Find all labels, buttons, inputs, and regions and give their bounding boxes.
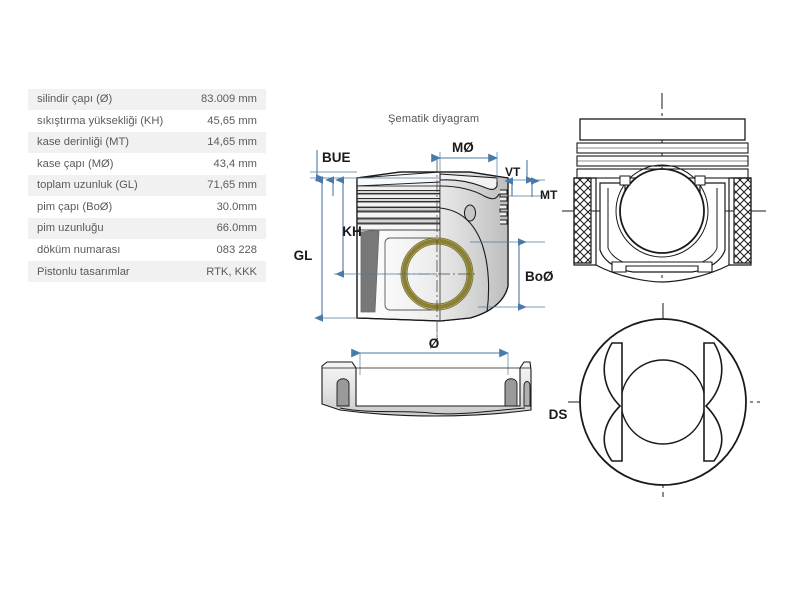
spec-value: 83.009 mm (185, 88, 266, 110)
table-row: kase çapı (MØ) 43,4 mm (28, 152, 266, 175)
specification-table: silindir çapı (Ø) 83.009 mm sıkıştırma y… (28, 88, 266, 282)
spec-value: RTK, KKK (185, 260, 266, 282)
spec-label: pim çapı (BoØ) (28, 195, 186, 218)
table-row: sıkıştırma yüksekliği (KH) 45,65 mm (28, 109, 266, 132)
table-row: silindir çapı (Ø) 83.009 mm (28, 88, 266, 110)
bv-outer-circle (579, 318, 747, 486)
spec-label: döküm numarası (28, 238, 186, 261)
spec-value: 14,65 mm (185, 131, 266, 153)
specification-table-body: silindir çapı (Ø) 83.009 mm sıkıştırma y… (28, 88, 266, 282)
table-row: pim uzunluğu 66.0mm (28, 217, 266, 239)
schematic-title: Şematik diyagram (388, 113, 480, 125)
ring-groove-serrations (499, 189, 508, 225)
dim-label-gl: GL (294, 248, 313, 263)
spec-label: sıkıştırma yüksekliği (KH) (28, 109, 186, 132)
spec-value: 30.0mm (185, 195, 266, 218)
piston-cutaway (440, 172, 508, 321)
skirt-patch (360, 229, 380, 313)
dimension-annotations (310, 150, 545, 375)
table-row: kase derinliği (MT) 14,65 mm (28, 131, 266, 153)
dim-label-diameter: Ø (429, 336, 440, 351)
table-row: Pistonlu tasarımlar RTK, KKK (28, 260, 266, 282)
spec-value: 083 228 (185, 238, 266, 261)
spec-value: 66.0mm (185, 217, 266, 239)
skirt-bottom-edge (339, 407, 526, 415)
spec-label: kase derinliği (MT) (28, 131, 186, 153)
spec-label: toplam uzunluk (GL) (28, 174, 186, 196)
bv-skirt-lobe-left (603, 342, 623, 462)
dim-label-mt: MT (540, 188, 558, 202)
cs-bottom-web (611, 261, 713, 273)
ring-groove-band (356, 171, 440, 231)
spec-value: 45,65 mm (185, 109, 266, 132)
cooling-gallery (464, 204, 476, 222)
skirt-slot-right-b (523, 381, 531, 407)
skirt-ring-view (321, 361, 532, 417)
spec-label: pim uzunluğu (28, 217, 186, 239)
skirt-slot-left (336, 378, 350, 407)
inner-cavity (440, 207, 490, 313)
spec-label: silindir çapı (Ø) (28, 88, 186, 110)
skirt-slot-right-a (504, 378, 518, 407)
dim-label-bo: BoØ (525, 269, 554, 284)
spec-label: Pistonlu tasarımlar (28, 260, 186, 282)
schematic-piston-section (356, 160, 509, 340)
spec-value: 71,65 mm (185, 174, 266, 196)
table-row: toplam uzunluk (GL) 71,65 mm (28, 174, 266, 196)
dim-label-bue: BUE (322, 150, 351, 165)
dim-label-mo: MØ (452, 140, 474, 155)
table-row: pim çapı (BoØ) 30.0mm (28, 195, 266, 218)
piston-cross-section-view (562, 93, 766, 283)
table-row: döküm numarası 083 228 (28, 238, 266, 261)
dim-label-kh: KH (342, 224, 362, 239)
spec-value: 43,4 mm (185, 152, 266, 175)
spec-label: kase çapı (MØ) (28, 152, 186, 175)
bottom-view-label: DS (549, 407, 568, 422)
cs-pin-bore (619, 168, 705, 254)
combustion-bowl (440, 173, 498, 190)
dimension-labels: BUE GL KH MØ VT MT BoØ Ø (294, 140, 558, 351)
bv-skirt-lobe-right (703, 342, 723, 462)
piston-bottom-view: DS (549, 303, 760, 497)
dim-label-vt: VT (505, 165, 521, 179)
